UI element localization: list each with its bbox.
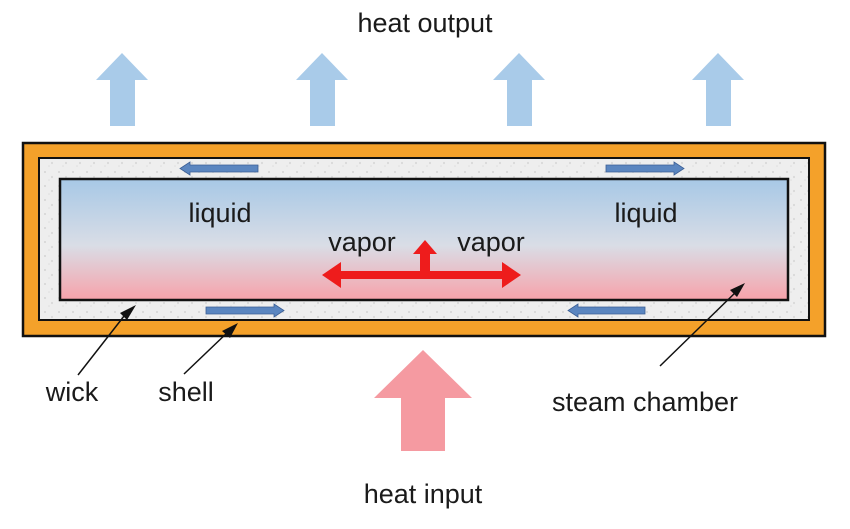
heat-output-arrow (493, 53, 545, 126)
pointer-lines (77, 283, 745, 376)
wick-label: wick (45, 377, 99, 407)
heat-output-arrows (96, 53, 744, 126)
steam-chamber-pointer-arrowhead (730, 283, 745, 297)
wick-pointer-arrowhead (120, 305, 136, 320)
heat-input-label: heat input (364, 479, 483, 509)
vapor-flow-arrow-horizontal (322, 262, 521, 288)
liquid-flow-arrow-right-top (605, 161, 685, 176)
vapor-flow-arrows (322, 240, 521, 288)
liquid-flow-arrows (179, 161, 685, 318)
liquid-flow-arrow-left-top (179, 161, 259, 176)
heat-input-arrow (374, 350, 472, 451)
shell-pointer-arrowhead (222, 323, 238, 338)
heat-output-arrow (296, 53, 348, 126)
steam-chamber (58, 177, 790, 302)
liquid-flow-arrow-left-bottom (205, 303, 285, 318)
liquid-label-right: liquid (614, 198, 677, 228)
steam-chamber-label: steam chamber (552, 387, 738, 417)
vapor-flow-arrow-up (413, 240, 437, 271)
vapor-label-left: vapor (328, 227, 396, 257)
shell-pointer-line (183, 330, 230, 375)
liquid-label-left: liquid (188, 198, 251, 228)
vapor-label-right: vapor (457, 227, 525, 257)
liquid-flow-arrow-right-bottom (567, 303, 646, 318)
steam-chamber-pointer-line (659, 289, 739, 367)
heat-output-arrow (692, 53, 744, 126)
wick-pointer-line (77, 310, 129, 376)
shell-label: shell (158, 377, 214, 407)
heat-output-arrow (96, 53, 148, 126)
heat-output-label: heat output (357, 8, 493, 38)
